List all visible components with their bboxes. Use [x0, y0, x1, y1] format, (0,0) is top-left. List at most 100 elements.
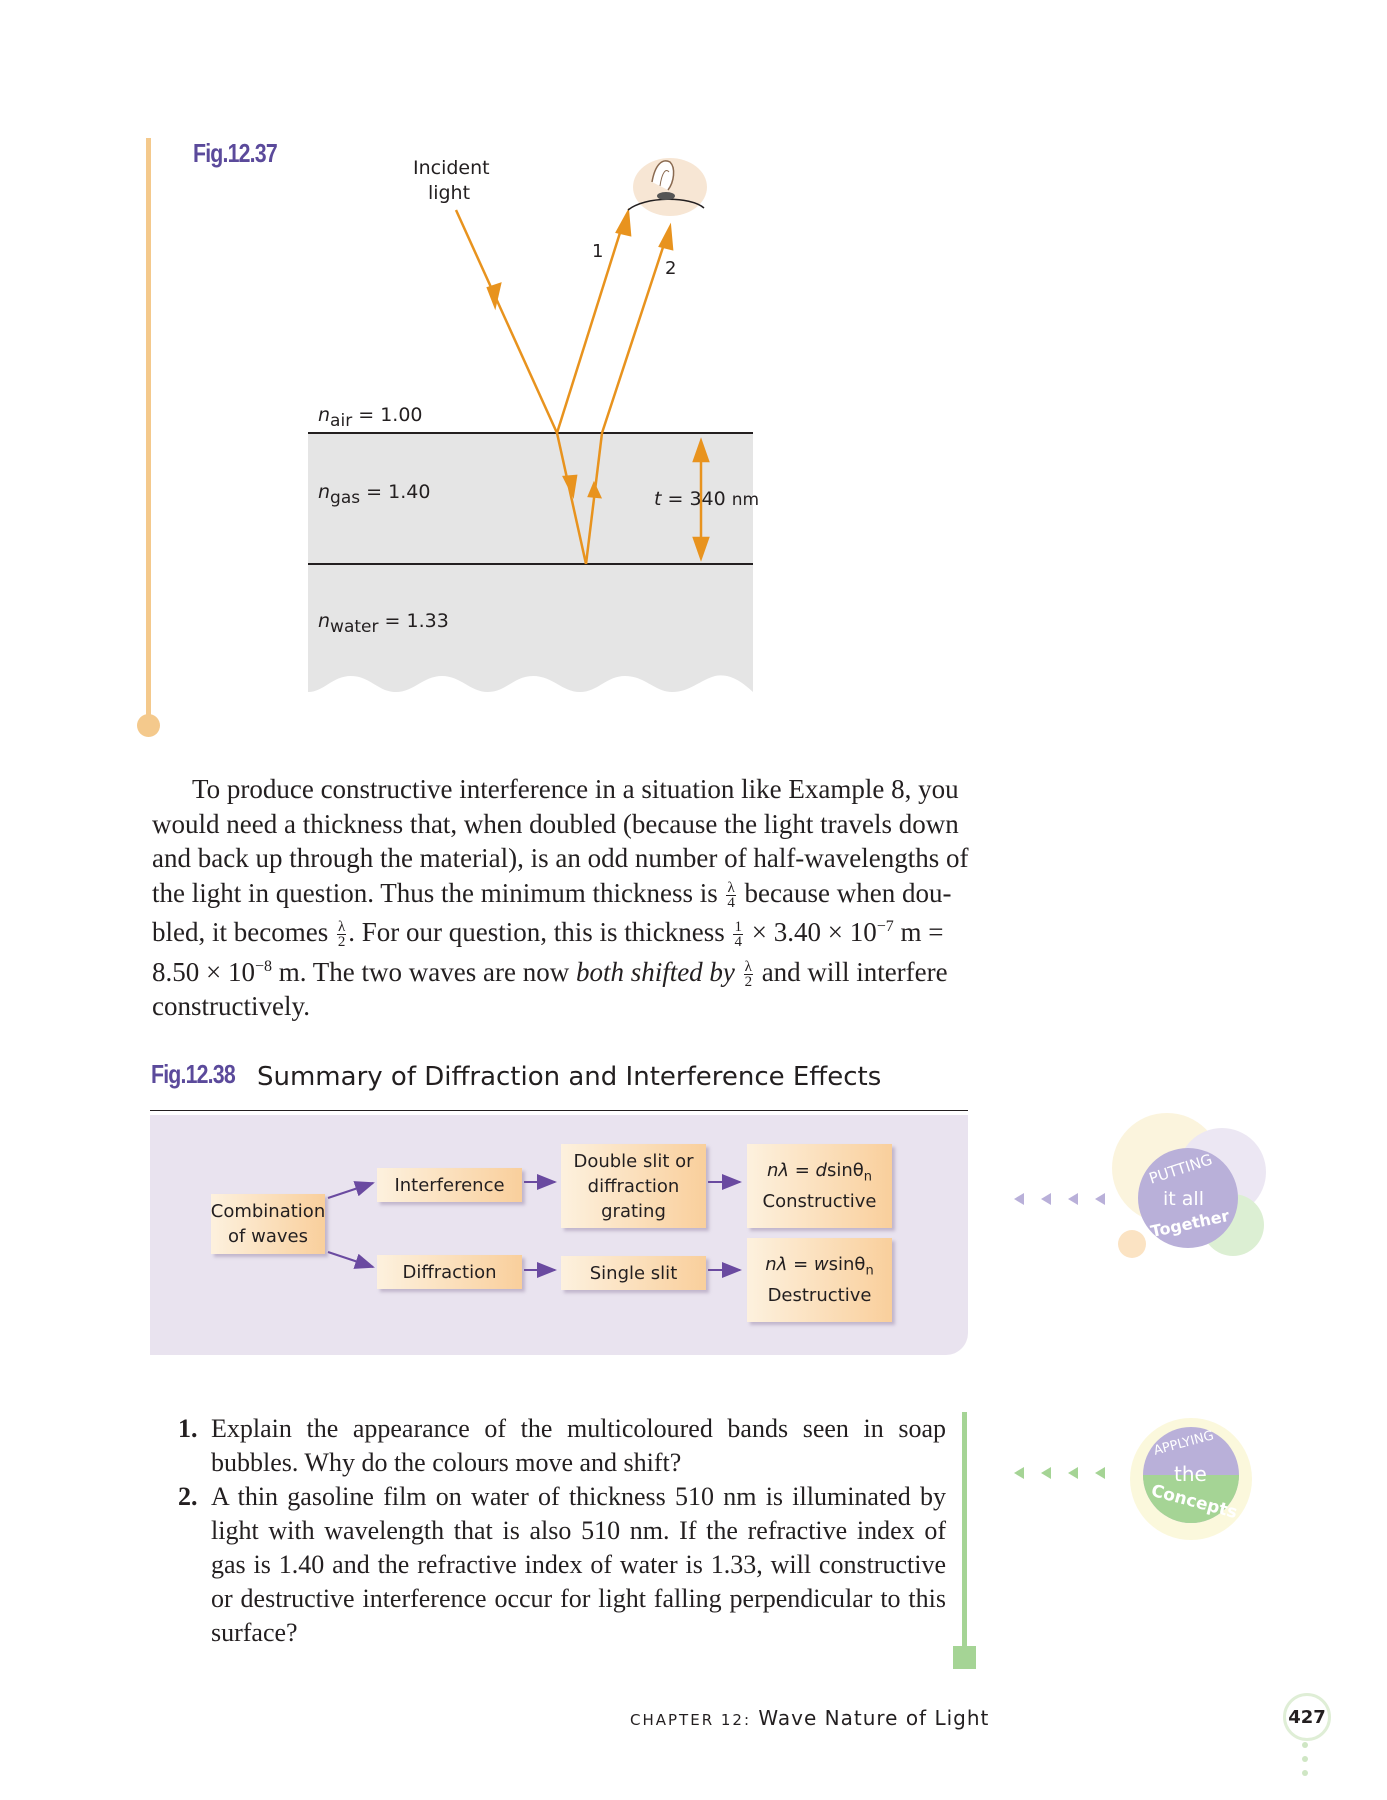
frac-num: 1 — [733, 919, 743, 936]
paragraph-line-7: constructively. — [152, 991, 310, 1021]
thickness-arrow-top — [692, 437, 710, 463]
constructive-formula: nλ = dsinθn — [767, 1158, 872, 1190]
questions-side-bar-end — [953, 1646, 976, 1669]
combination-line1: Combination — [210, 1201, 326, 1222]
double-slit-line1: Double slit or — [573, 1150, 694, 1172]
explanation-paragraph: To produce constructive interference in … — [152, 772, 972, 1024]
single-slit-box: Single slit — [561, 1256, 706, 1290]
incident-light-label: Incident light — [413, 156, 490, 206]
frac-den: 4 — [727, 894, 735, 911]
interference-box: Interference — [377, 1168, 522, 1202]
interference-label: Interference — [394, 1174, 505, 1196]
chapter-title: Wave Nature of Light — [758, 1706, 990, 1730]
frac-num: λ — [743, 958, 753, 975]
figure-38-title: Summary of Diffraction and Interference … — [257, 1062, 882, 1092]
frac-den: 4 — [734, 934, 742, 951]
paragraph-line-3: and back up through the material), is an… — [152, 843, 969, 873]
ray-2-label: 2 — [665, 258, 677, 279]
paragraph-line-1: To produce constructive interference in … — [192, 774, 959, 804]
exponent-minus-8: −8 — [254, 957, 273, 975]
paragraph-line-5a: bled, it becomes — [152, 917, 329, 947]
formula-sub-n: n — [863, 1169, 873, 1185]
ray-2-film-arrowhead — [587, 480, 603, 499]
incident-ray — [454, 209, 559, 434]
refracted-arrowhead — [562, 474, 578, 500]
question-number: 2. — [178, 1482, 198, 1511]
paragraph-line-6e: and will interfere — [761, 956, 948, 987]
paragraph-line-5b: . For our question, this is thickness — [348, 917, 725, 947]
thickness-label: t = 340 nm — [654, 488, 760, 510]
figure-38-label: Fig.12.38 — [151, 1059, 236, 1089]
figure-38-rule — [150, 1110, 968, 1111]
frac-den: 2 — [744, 973, 753, 990]
combination-of-waves-box: Combination of waves — [211, 1194, 325, 1254]
n-gas-label: ngas = 1.40 — [318, 481, 431, 508]
double-slit-box: Double slit or diffraction grating — [561, 1144, 706, 1228]
figure-side-bar-dot — [137, 714, 160, 737]
n-gas-value: 1.40 — [388, 481, 431, 503]
n-air-label: nair = 1.00 — [318, 404, 423, 431]
thickness-value: 340 — [689, 488, 726, 510]
ray-1-arrowhead — [615, 207, 632, 237]
eye-icon — [627, 158, 707, 216]
exponent-minus-7: −7 — [876, 918, 894, 935]
n-water-label: nwater = 1.33 — [318, 610, 449, 637]
applying-mid-label: the — [1174, 1462, 1207, 1486]
paragraph-line-6a: 8.50 × 10 — [152, 956, 255, 987]
thin-film-diagram — [308, 158, 753, 692]
destructive-box: nλ = wsinθn Destructive — [747, 1238, 892, 1322]
paragraph-line-6c: m. The two waves are now — [272, 956, 576, 987]
thickness-unit: nm — [731, 490, 760, 510]
question-text: Explain the appearance of the multicolou… — [211, 1414, 946, 1477]
paragraph-line-4: the light in question. Thus the minimum … — [152, 876, 972, 911]
page-number: 427 — [1288, 1706, 1326, 1728]
single-slit-label: Single slit — [589, 1262, 678, 1284]
frac-den: 2 — [337, 934, 346, 951]
n-air-value: 1.00 — [380, 404, 423, 426]
paragraph-line-5e: m = — [893, 917, 944, 947]
n-water-value: 1.33 — [406, 610, 449, 632]
chapter-number: CHAPTER 12: — [630, 1711, 752, 1729]
question-text: A thin gasoline film on water of thickne… — [211, 1482, 946, 1647]
flow-arrows — [327, 1174, 742, 1278]
diffraction-label: Diffraction — [402, 1261, 497, 1283]
question-item: 1. Explain the appearance of the multico… — [178, 1412, 946, 1480]
paragraph-line-2: would need a thickness that, when double… — [152, 808, 959, 839]
formula-sin: sinθ — [828, 1253, 866, 1275]
refracted-ray — [555, 432, 588, 565]
constructive-box: nλ = dsinθn Constructive — [747, 1144, 892, 1228]
incident-label-line1: Incident — [413, 157, 490, 179]
formula-sin: sinθ — [826, 1159, 864, 1181]
destructive-label: Destructive — [767, 1285, 872, 1307]
formula-n-lambda: nλ = — [765, 1253, 814, 1275]
figure-side-bar — [146, 138, 151, 728]
question-number: 1. — [178, 1414, 198, 1443]
formula-d: d — [815, 1159, 827, 1181]
questions-side-bar — [962, 1412, 967, 1652]
frac-num: λ — [336, 919, 347, 936]
page-dots — [1302, 1742, 1308, 1776]
putting-mid-label: it all — [1163, 1188, 1204, 1210]
formula-sub-n: n — [865, 1263, 874, 1279]
double-slit-line3: grating — [601, 1200, 666, 1222]
destructive-formula: nλ = wsinθn — [765, 1252, 873, 1284]
water-region — [308, 433, 753, 692]
ray-2-in-film — [584, 432, 604, 565]
paragraph-line-4a: the light in question. Thus the minimum … — [152, 877, 718, 908]
paragraph-line-6d: both shifted by — [575, 956, 735, 987]
reflected-ray-2 — [600, 234, 669, 434]
paragraph-line-5c: × 3.40 × 10 — [751, 917, 877, 947]
formula-w: w — [813, 1253, 829, 1275]
incident-arrowhead — [486, 282, 502, 311]
combination-line2: of waves — [228, 1226, 308, 1247]
page-number-badge: 427 — [1283, 1693, 1331, 1741]
chapter-footer: CHAPTER 12: Wave Nature of Light — [630, 1706, 989, 1730]
figure-label: Fig.12.37 — [193, 138, 278, 168]
frac-num: λ — [726, 879, 736, 896]
questions-list: 1. Explain the appearance of the multico… — [178, 1412, 946, 1650]
ray-1-label: 1 — [592, 241, 604, 262]
